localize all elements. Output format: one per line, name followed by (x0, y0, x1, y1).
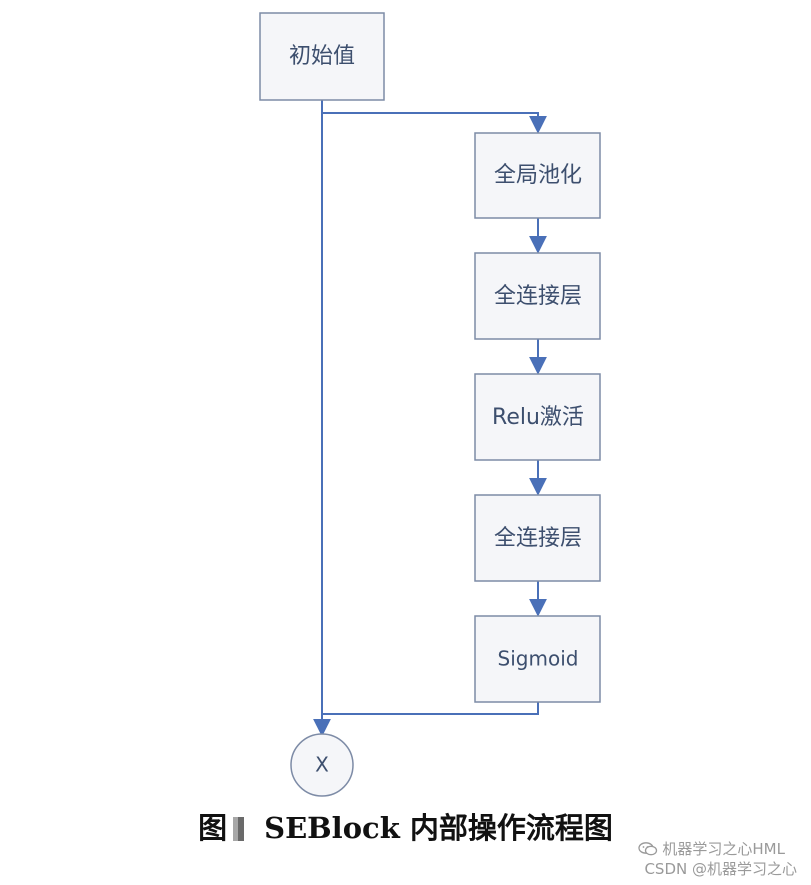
node-initial-value: 初始值 (259, 12, 385, 101)
node-sigmoid: Sigmoid (474, 615, 601, 703)
watermark-csdn: CSDN @机器学习之心 (644, 858, 797, 879)
node-initial-value-label: 初始值 (289, 44, 355, 69)
figure-caption: 图 SEBlock 内部操作流程图 (0, 805, 811, 847)
watermark-line-2: CSDN @机器学习之心 (644, 860, 797, 878)
caption-prefix: 图 (198, 811, 228, 845)
node-sigmoid-label: Sigmoid (498, 647, 579, 671)
node-fully-connected-1: 全连接层 (474, 252, 601, 340)
branch-arrow-to-global-pool (322, 112, 547, 134)
node-multiply: X (290, 733, 354, 797)
node-fully-connected-2-label: 全连接层 (494, 526, 582, 551)
wechat-icon (638, 842, 658, 856)
arrow-sigmoid-to-merge (322, 702, 539, 715)
connectors (313, 100, 547, 737)
node-global-pooling-label: 全局池化 (494, 163, 582, 188)
node-global-pooling: 全局池化 (474, 132, 601, 219)
node-fully-connected-1-label: 全连接层 (494, 284, 582, 309)
node-fully-connected-2: 全连接层 (474, 494, 601, 582)
caption-redaction-mark (233, 817, 245, 841)
watermark-wechat: 机器学习之心HML (638, 838, 785, 859)
watermark-line-1: 机器学习之心HML (662, 840, 785, 858)
node-relu-activation-label: Relu激活 (492, 405, 584, 430)
node-relu-activation: Relu激活 (474, 373, 601, 461)
caption-title: SEBlock 内部操作流程图 (264, 811, 613, 845)
node-multiply-label: X (315, 753, 329, 777)
